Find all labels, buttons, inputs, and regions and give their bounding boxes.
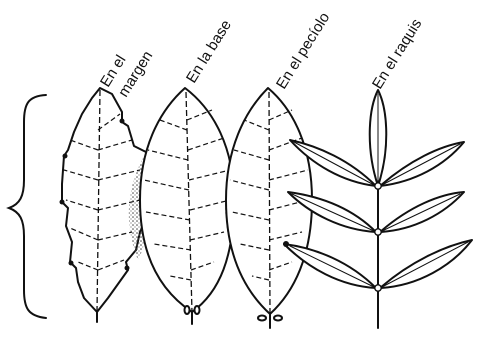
label-rachis: En el raquis: [369, 16, 425, 92]
compound-leaf-rachis-glands: [283, 90, 472, 328]
curly-brace: [9, 95, 46, 318]
label-base: En la base: [183, 17, 235, 86]
label-petiole: En el pecíolo: [273, 10, 333, 93]
leaf-base-glands: [129, 88, 234, 324]
leaf-petiole-glands: [225, 88, 312, 328]
